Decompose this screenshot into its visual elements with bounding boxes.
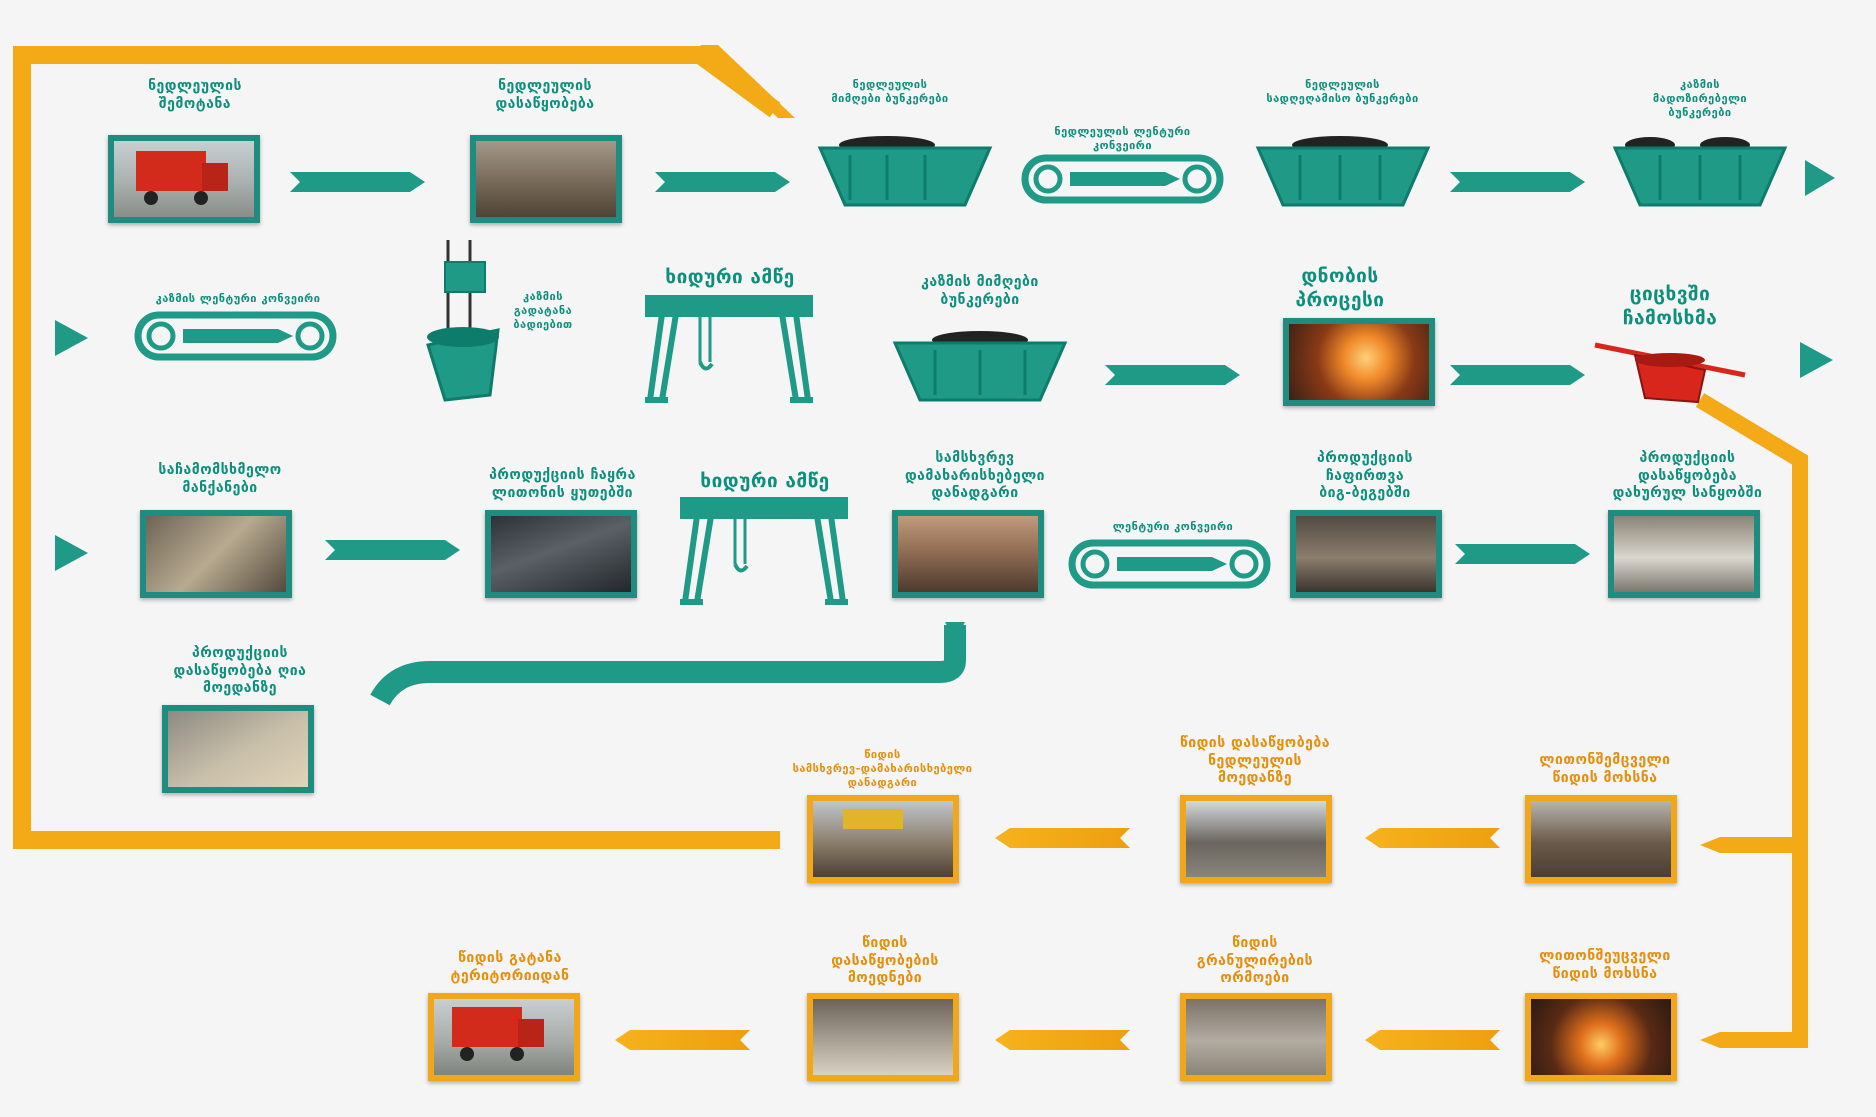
- truck-photo-icon: [136, 151, 206, 191]
- casting-ladle-icon: [1594, 342, 1746, 404]
- photo-packing: [1290, 510, 1442, 598]
- arrow-icon: [615, 828, 1500, 1050]
- label-crane-1: ხიდური ამწე: [665, 266, 795, 288]
- crane-icon: [680, 497, 848, 605]
- crane-icon: [645, 295, 813, 403]
- teal-return-curve: [370, 625, 966, 706]
- photo-slag-collection-2: [1525, 993, 1677, 1081]
- photo-product-casting: [485, 510, 637, 598]
- photo-smelting: [1283, 318, 1435, 406]
- photo-slag-removal: [428, 993, 580, 1081]
- photo-slag-granulation: [1180, 993, 1332, 1081]
- orange-loop-head: [700, 45, 795, 118]
- orange-return-line: [1695, 393, 1808, 1048]
- conveyor-icon: [1068, 539, 1271, 589]
- photo-open-storage: [162, 705, 314, 793]
- arrow-icon: [55, 160, 1835, 571]
- photo-slag-collection: [1525, 795, 1677, 883]
- truck-photo-icon: [452, 1007, 522, 1047]
- bunker-icon: [1255, 136, 1431, 207]
- conveyor-icon: [134, 311, 337, 361]
- photo-slag-crusher: [807, 795, 959, 883]
- photo-raw-import: [108, 135, 260, 223]
- photo-closed-storage: [1608, 510, 1760, 598]
- photo-raw-storage: [470, 135, 622, 223]
- bunker-icon: [892, 331, 1068, 402]
- photo-casting-machines: [140, 510, 292, 598]
- bunker-icon: [817, 136, 993, 207]
- ladle-icon: [426, 240, 500, 402]
- photo-crushing: [892, 510, 1044, 598]
- bunker-icon: [1612, 137, 1788, 207]
- label-conveyor: ლენტური კონვეირი: [1112, 520, 1234, 533]
- orange-loop-line: [13, 46, 781, 849]
- label-crane-2: ხიდური ამწე: [700, 470, 830, 492]
- conveyor-icon: [1021, 154, 1224, 204]
- photo-slag-storage: [1180, 795, 1332, 883]
- photo-slag-storage-yards: [807, 993, 959, 1081]
- label-charge-conveyor: კაზმის ლენტური კონვეირი: [155, 292, 321, 305]
